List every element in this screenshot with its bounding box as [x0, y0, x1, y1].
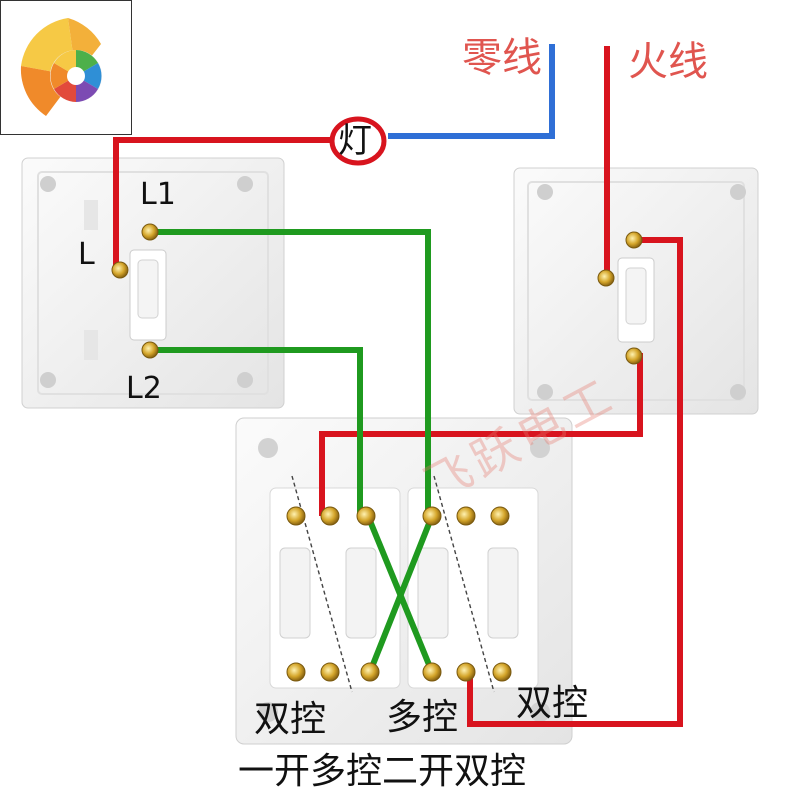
neutral-label: 零线: [462, 35, 542, 81]
multi-control-label: 多控: [386, 697, 459, 738]
terminal-l2-label: L2: [126, 371, 162, 406]
l2-traveler-wire: [152, 347, 363, 516]
double-control-left-label: 双控: [254, 699, 327, 740]
left-switch-plate: [21, 157, 285, 409]
terminal-l-label: L: [78, 237, 95, 272]
cross-wire-b: [367, 514, 435, 674]
caption: 一开多控二开双控: [238, 751, 527, 792]
neutral-wire: [388, 44, 555, 139]
lamp-icon: [329, 116, 387, 166]
double-control-right-label: 双控: [516, 683, 589, 724]
right-switch-plate: [513, 167, 759, 415]
right-switch-return-wire: [467, 237, 683, 727]
l1-traveler-wire: [152, 229, 431, 516]
screws: [111, 223, 643, 682]
wires: [113, 44, 683, 727]
terminal-l1-label: L1: [140, 177, 176, 212]
logo-icon: [0, 0, 132, 135]
live-label: 火线: [628, 39, 708, 85]
lamp-to-l-wire: [113, 137, 332, 268]
lamp-label: 灯: [338, 121, 372, 161]
